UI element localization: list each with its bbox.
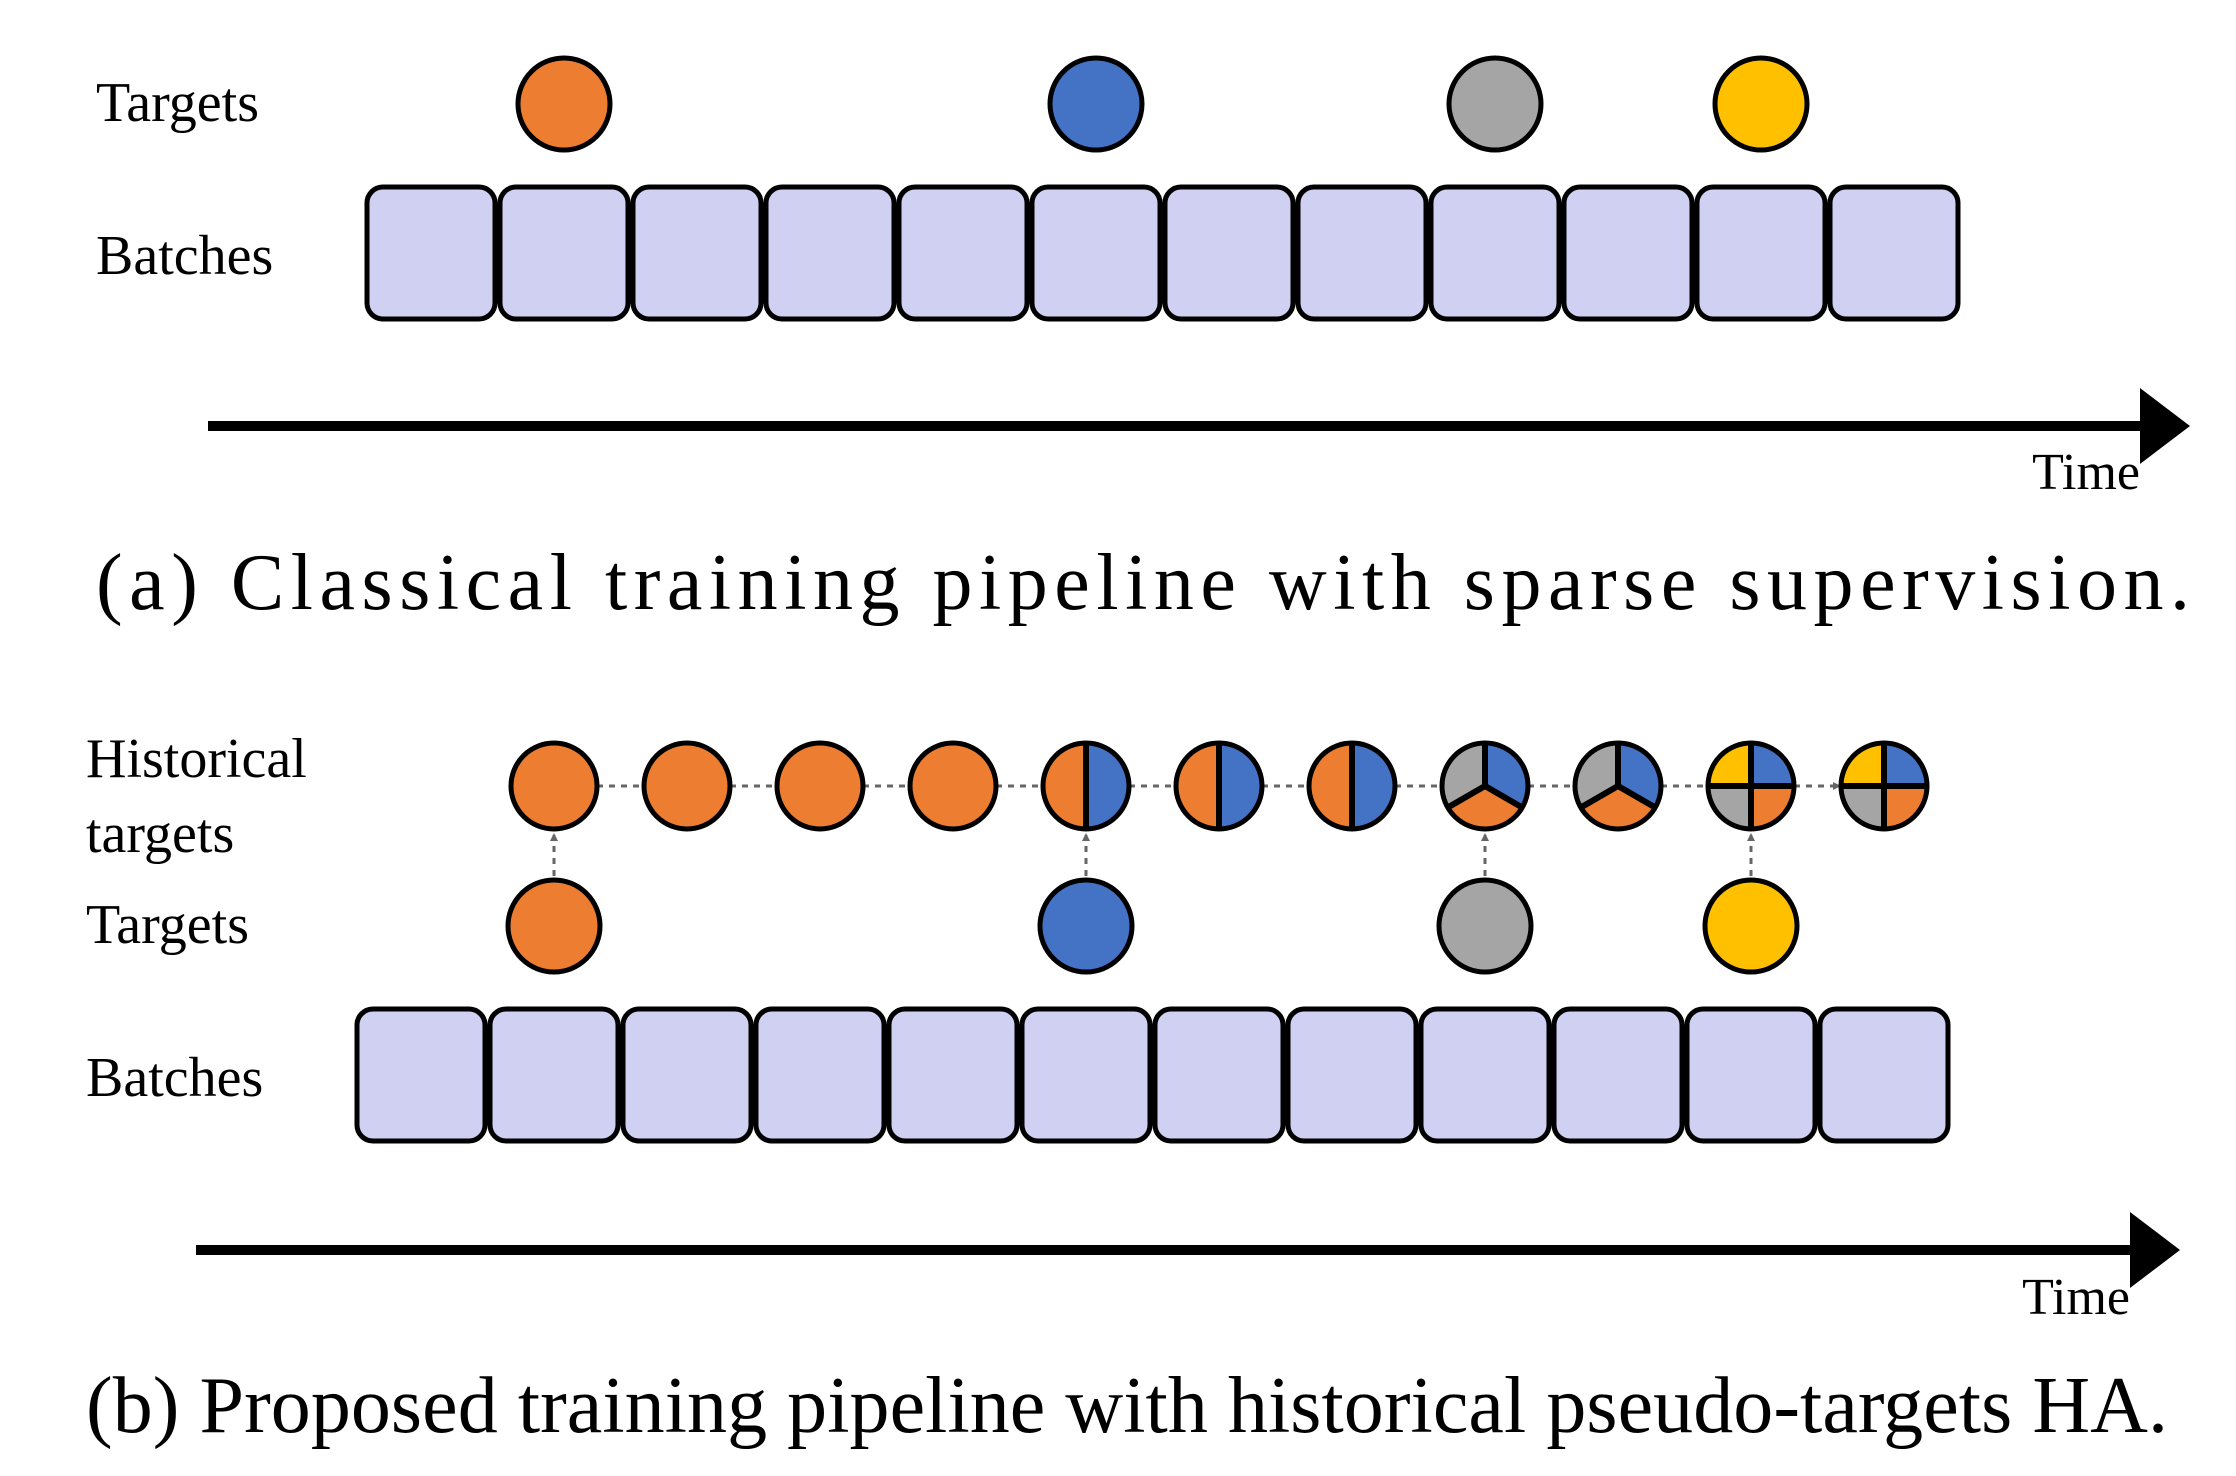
panel-b-batch-10	[1551, 1006, 1685, 1144]
panel-b-target-3	[1436, 877, 1534, 975]
panel-b-time-label: Time	[2022, 1269, 2130, 1326]
panel-a-batch-8	[1295, 184, 1429, 322]
panel-b-historical-target-11	[1838, 740, 1930, 832]
panel-b-connectors	[550, 782, 1841, 876]
panel-b-historical-label-line1: Historical	[86, 728, 307, 790]
panel-b-target-2	[1037, 877, 1135, 975]
panel-b-historical-target-11-outline	[1838, 740, 1930, 832]
panel-b-historical-target-8-slice-1	[1447, 786, 1523, 829]
panel-b-historical-target-11-slice-3	[1841, 786, 1884, 829]
panel-b-historical-target-5	[1040, 740, 1132, 832]
panel-b-historical-target-4-disc	[907, 740, 999, 832]
panel-a-caption: (a) Classical training pipeline with spa…	[96, 539, 2190, 627]
panel-b-target-4	[1702, 877, 1800, 975]
panel-b-historical-target-11-slice-4	[1841, 743, 1884, 786]
panel-b-historical-target-5-slice-1	[1043, 743, 1086, 829]
panel-b-batch-7	[1152, 1006, 1286, 1144]
panel-b-target-row	[505, 877, 1800, 975]
panel-b-historical-target-10	[1705, 740, 1797, 832]
panel-a: Targets Batches Time (a) Classical train…	[96, 55, 2190, 627]
panel-b-historical-target-10-slice-4	[1708, 743, 1751, 786]
panel-a-batch-10	[1561, 184, 1695, 322]
panel-b-batch-12	[1817, 1006, 1951, 1144]
panel-b-caption: (b) Proposed training pipeline with hist…	[86, 1362, 2168, 1450]
panel-b-historical-target-10-slice-1	[1751, 786, 1794, 829]
panel-b-historical-target-7-slice-2	[1352, 743, 1395, 829]
panel-a-batch-row	[364, 184, 1961, 322]
panel-b-historical-target-10-slice-2	[1751, 743, 1794, 786]
panel-b: Historical targets Targets Batches Time …	[86, 728, 2180, 1450]
panel-b-historical-label-line2: targets	[86, 803, 234, 865]
panel-a-batch-2	[497, 184, 631, 322]
panel-b-batch-9	[1418, 1006, 1552, 1144]
panel-a-targets-label: Targets	[96, 72, 259, 134]
panel-b-historical-target-6	[1173, 740, 1265, 832]
panel-b-historical-target-6-slice-2	[1219, 743, 1262, 829]
panel-a-batch-6	[1029, 184, 1163, 322]
panel-a-batch-7	[1162, 184, 1296, 322]
panel-b-batch-1	[354, 1006, 488, 1144]
panel-b-historical-target-7-slice-1	[1309, 743, 1352, 829]
panel-b-historical-target-11-slice-2	[1884, 743, 1927, 786]
panel-b-historical-target-8-outline	[1439, 740, 1531, 832]
panel-a-time-arrow	[208, 388, 2190, 464]
panel-b-historical-target-8-divider-2	[1483, 783, 1524, 811]
panel-b-historical-row	[508, 740, 1930, 832]
panel-a-batch-3	[630, 184, 764, 322]
panel-a-batch-11	[1694, 184, 1828, 322]
panel-b-historical-target-1-disc	[508, 740, 600, 832]
panel-b-batches-label: Batches	[86, 1047, 263, 1109]
panel-b-batch-3	[620, 1006, 754, 1144]
panel-a-time-label: Time	[2032, 444, 2140, 501]
panel-b-historical-target-8-divider-3	[1446, 783, 1487, 811]
panel-a-target-1	[515, 55, 613, 153]
panel-b-historical-target-6-slice-1	[1176, 743, 1219, 829]
panel-b-historical-target-9	[1572, 740, 1664, 832]
panel-b-historical-target-10-outline	[1705, 740, 1797, 832]
panel-a-batch-1	[364, 184, 498, 322]
panel-b-historical-target-7-outline	[1306, 740, 1398, 832]
panel-b-target-1	[505, 877, 603, 975]
panel-b-historical-target-5-outline	[1040, 740, 1132, 832]
panel-b-batch-8	[1285, 1006, 1419, 1144]
panel-b-historical-target-8	[1439, 740, 1531, 832]
panel-a-batch-5	[896, 184, 1030, 322]
panel-b-historical-target-2	[641, 740, 733, 832]
panel-a-target-row	[515, 55, 1810, 153]
panel-a-batch-4	[763, 184, 897, 322]
panel-b-batch-6	[1019, 1006, 1153, 1144]
panel-b-historical-target-11-slice-1	[1884, 786, 1927, 829]
panel-b-historical-target-3-disc	[774, 740, 866, 832]
panel-b-batch-5	[886, 1006, 1020, 1144]
panel-b-time-arrow	[196, 1212, 2180, 1288]
panel-b-batch-11	[1684, 1006, 1818, 1144]
panel-b-historical-target-4	[907, 740, 999, 832]
panel-b-historical-target-3	[774, 740, 866, 832]
panel-a-batch-9	[1428, 184, 1562, 322]
panel-b-historical-target-10-slice-3	[1708, 786, 1751, 829]
panel-a-target-2	[1047, 55, 1145, 153]
panel-b-historical-target-9-divider-3	[1579, 783, 1620, 811]
panel-a-target-3	[1446, 55, 1544, 153]
panel-b-historical-target-1	[508, 740, 600, 832]
panel-b-historical-target-2-disc	[641, 740, 733, 832]
panel-a-batches-label: Batches	[96, 225, 273, 287]
panel-b-historical-target-9-divider-2	[1616, 783, 1657, 811]
panel-a-target-4	[1712, 55, 1810, 153]
panel-b-targets-label: Targets	[86, 894, 249, 956]
panel-b-batch-2	[487, 1006, 621, 1144]
panel-a-batch-12	[1827, 184, 1961, 322]
panel-b-batch-row	[354, 1006, 1951, 1144]
panel-b-batch-4	[753, 1006, 887, 1144]
panel-b-historical-target-6-outline	[1173, 740, 1265, 832]
panel-b-historical-target-7	[1306, 740, 1398, 832]
panel-b-historical-target-9-outline	[1572, 740, 1664, 832]
panel-b-historical-target-5-slice-2	[1086, 743, 1129, 829]
